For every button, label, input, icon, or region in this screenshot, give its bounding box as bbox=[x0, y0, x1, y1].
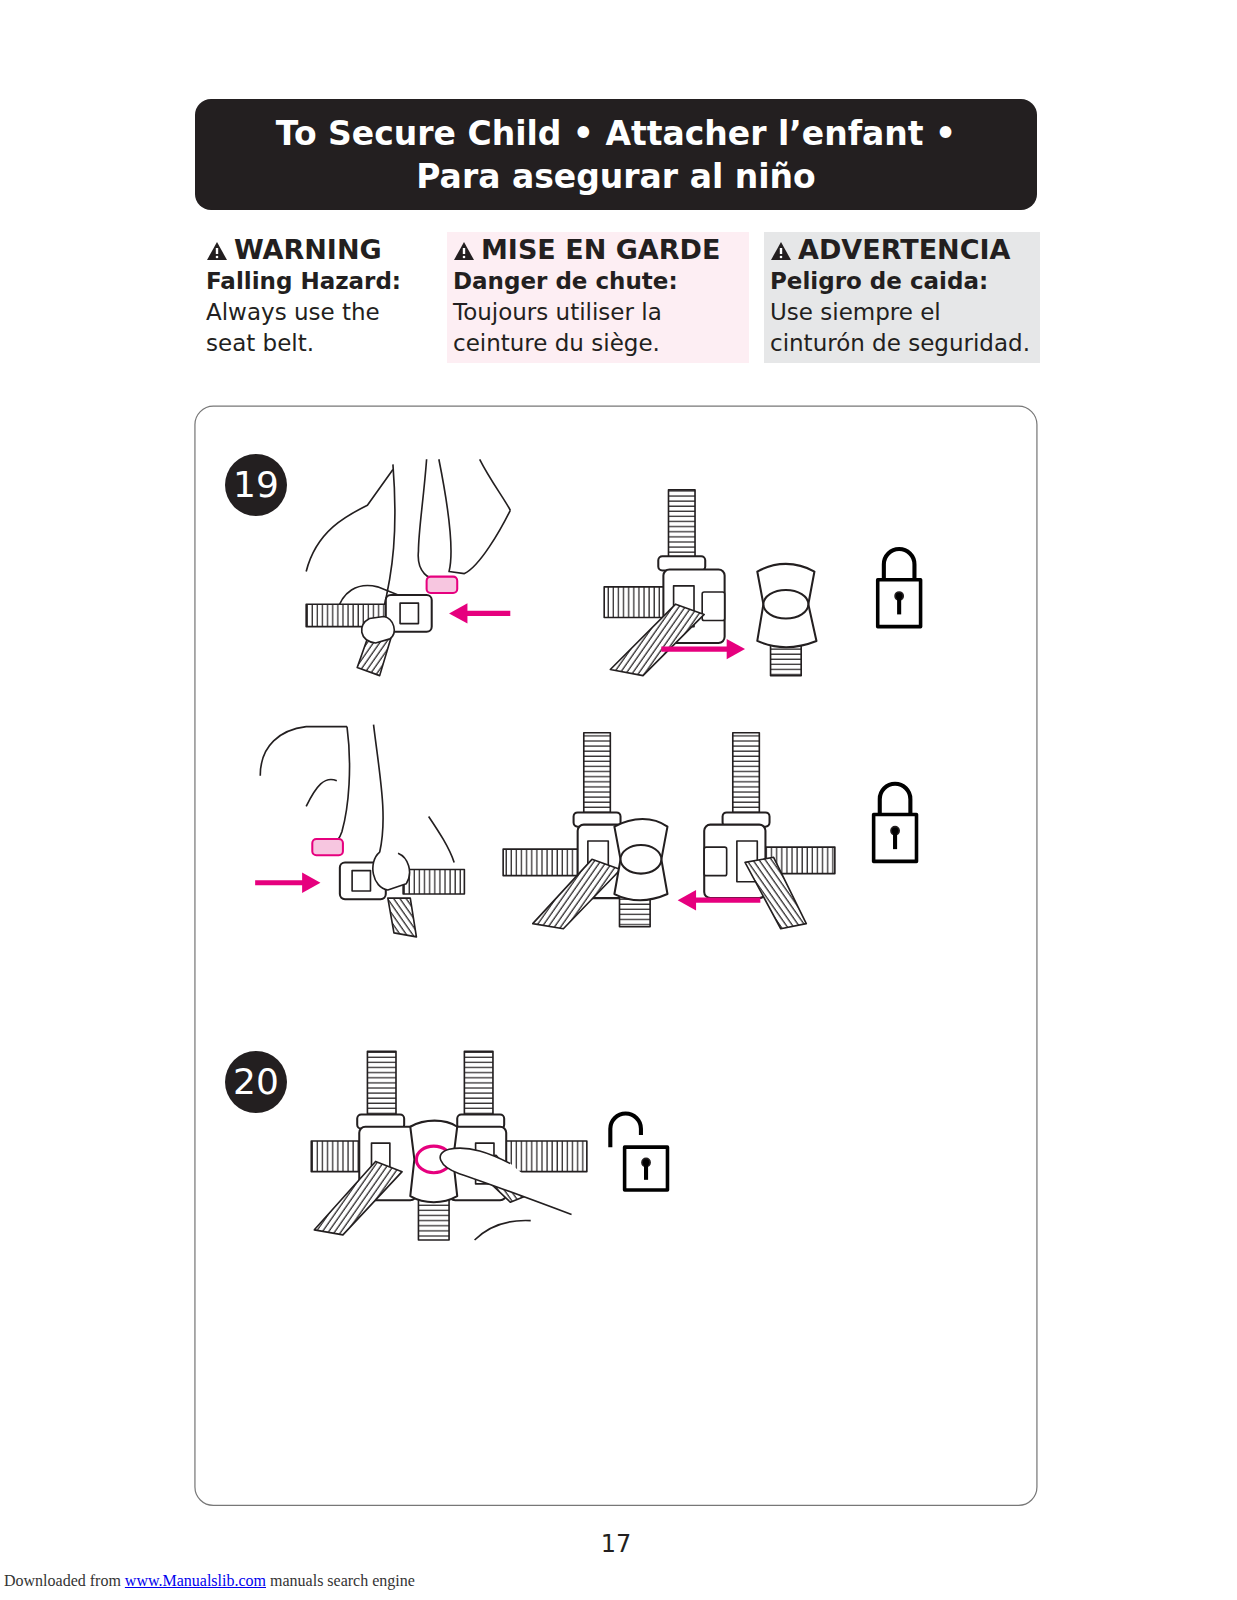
warning-triangle bbox=[770, 241, 792, 261]
callout-number: 20 bbox=[233, 1062, 279, 1102]
lock-closed-1 bbox=[878, 549, 921, 627]
illustration-part bbox=[661, 647, 729, 652]
illustration-part bbox=[897, 598, 901, 614]
illustration-part bbox=[658, 556, 705, 570]
warning-text: Use siempre el cinturón de seguridad. bbox=[770, 297, 1034, 359]
illustration-part bbox=[503, 849, 583, 876]
illustration-part bbox=[449, 603, 467, 623]
illustration-part bbox=[400, 603, 418, 623]
lock-open bbox=[610, 1113, 667, 1190]
illustration-part bbox=[625, 1147, 668, 1190]
illustration-part bbox=[195, 406, 1037, 1505]
illustration-part bbox=[884, 549, 915, 580]
illustration-part bbox=[757, 564, 816, 647]
illustration-part bbox=[668, 490, 695, 561]
illustration-part bbox=[874, 814, 917, 861]
illustration-part bbox=[644, 1165, 648, 1180]
warning-text: Always use the seat belt. bbox=[206, 297, 436, 359]
warning-mark bbox=[780, 248, 782, 254]
buckle-parts-1 bbox=[604, 490, 816, 676]
illustration-part bbox=[314, 1161, 402, 1234]
illustration-part bbox=[318, 727, 349, 845]
warning-triangle bbox=[207, 242, 227, 260]
illustration-part bbox=[745, 857, 806, 928]
illustration-part bbox=[610, 604, 704, 675]
illustration-part bbox=[584, 733, 611, 815]
warning-triangle bbox=[453, 241, 475, 261]
illustration-part bbox=[704, 847, 726, 876]
warning-mark bbox=[463, 256, 466, 259]
illustration-part bbox=[694, 898, 760, 903]
warning-mark bbox=[216, 248, 218, 254]
illustration-part bbox=[880, 784, 911, 815]
illustration-part bbox=[312, 839, 343, 855]
title: To Secure Child • Attacher l’enfant • Pa… bbox=[236, 112, 996, 198]
illustration-part bbox=[702, 592, 724, 621]
illustration-part bbox=[302, 873, 320, 893]
illustration-part bbox=[362, 616, 395, 643]
warning-heading: WARNING bbox=[206, 234, 436, 266]
panel-frame bbox=[195, 406, 1037, 1505]
warning-mark bbox=[216, 256, 219, 259]
footer-text: manuals search engine bbox=[270, 1572, 415, 1590]
illustration-part bbox=[440, 1148, 571, 1240]
illustration-part bbox=[260, 727, 347, 807]
step-number-circle: 19 bbox=[225, 454, 287, 516]
illustration-part bbox=[388, 898, 417, 937]
buckle-parts-2 bbox=[503, 733, 835, 929]
buckle-assembled bbox=[311, 1051, 587, 1240]
hazard-name: Falling Hazard: bbox=[206, 266, 436, 297]
page-number: 17 bbox=[601, 1530, 632, 1558]
footer-link: www.Manualslib.com bbox=[125, 1572, 266, 1590]
illustration-part bbox=[403, 870, 464, 894]
illustration-part bbox=[893, 833, 897, 849]
illustration-part bbox=[464, 1051, 493, 1122]
illustration-part bbox=[621, 845, 662, 874]
callout-number: 19 bbox=[233, 465, 279, 505]
illustration-part bbox=[306, 469, 403, 612]
warning-text: Toujours utiliser la ceinture du siège. bbox=[453, 297, 743, 359]
illustration-part bbox=[464, 611, 510, 616]
hazard-name: Peligro de caida: bbox=[770, 266, 1034, 297]
illustration-part bbox=[763, 590, 808, 619]
warning-heading: ADVERTENCIA bbox=[770, 234, 1034, 266]
warning-triangle bbox=[454, 242, 474, 260]
warning-heading: MISE EN GARDE bbox=[453, 234, 743, 266]
illustration-part bbox=[429, 816, 455, 862]
footer-text: Downloaded from bbox=[4, 1572, 121, 1590]
illustration-part bbox=[418, 459, 510, 578]
illustration-part bbox=[678, 890, 696, 910]
warning-mark bbox=[780, 256, 783, 259]
warning-panel: MISE EN GARDEDanger de chute:Toujours ut… bbox=[447, 232, 749, 363]
illustration-part bbox=[427, 577, 458, 593]
hands-buckle-2 bbox=[255, 725, 464, 937]
warning-mark bbox=[463, 248, 465, 254]
illustration-part bbox=[614, 819, 667, 900]
illustration-part bbox=[533, 859, 621, 928]
hands-buckle-1 bbox=[306, 459, 510, 675]
illustration-part bbox=[255, 880, 304, 885]
illustration-part bbox=[610, 1113, 641, 1147]
illustration-part bbox=[367, 1051, 396, 1122]
title-banner: To Secure Child • Attacher l’enfant • Pa… bbox=[195, 99, 1037, 210]
warning-panel: WARNINGFalling Hazard:Always use the sea… bbox=[200, 232, 442, 363]
illustration-part bbox=[604, 587, 667, 618]
warning-panel: ADVERTENCIAPeligro de caida:Use siempre … bbox=[764, 232, 1040, 363]
illustration-part bbox=[352, 871, 370, 891]
lock-closed-2 bbox=[874, 784, 917, 862]
illustration-part bbox=[727, 639, 745, 659]
warning-triangle bbox=[771, 242, 791, 260]
illustration-part bbox=[733, 733, 760, 817]
illustration-part bbox=[383, 464, 395, 612]
illustration-part bbox=[878, 580, 921, 627]
illustration-part bbox=[373, 725, 410, 890]
warning-triangle bbox=[206, 241, 228, 261]
hazard-name: Danger de chute: bbox=[453, 266, 743, 297]
step-number-circle: 20 bbox=[225, 1051, 287, 1113]
